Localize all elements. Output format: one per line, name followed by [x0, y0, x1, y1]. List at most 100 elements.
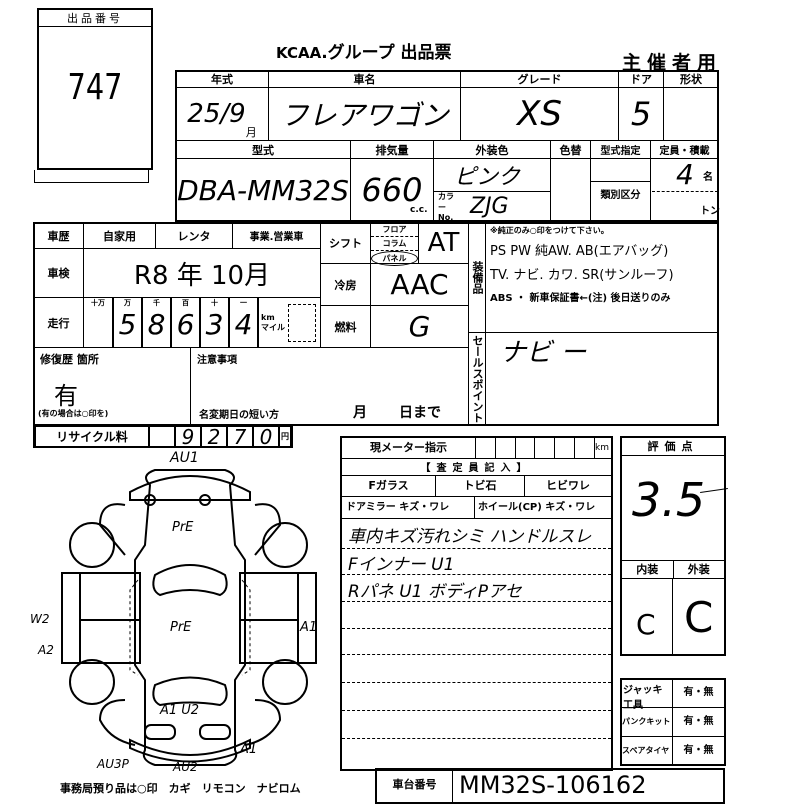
- shift-column[interactable]: コラム: [371, 237, 418, 251]
- history-label: 車歴: [33, 222, 84, 249]
- accessory-label: パンクキット: [622, 708, 673, 736]
- meter-digits: [476, 438, 595, 458]
- lot-label: 出品番号: [39, 10, 151, 27]
- recycle-digit: 7: [227, 425, 253, 449]
- recycle-digit: 9: [175, 425, 201, 449]
- interior-label: 内装: [622, 561, 674, 578]
- equipment-line1: PS PW 純AW. AB(エアバッグ): [490, 244, 669, 259]
- wheel-rr: [262, 659, 308, 705]
- chassis-box: 車台番号 MM32S-106162: [375, 768, 725, 804]
- door-value: 5: [618, 87, 664, 141]
- unit: 万: [124, 299, 131, 307]
- color-label: 外装色: [433, 140, 551, 159]
- mark-rear: A1 U2: [160, 703, 200, 718]
- repair-cell: 修復歴 箇所 有 (有の場合は○印を): [33, 347, 191, 426]
- equipment-note: ※純正のみ○印をつけて下さい。: [490, 226, 609, 235]
- mark-left-door: W2: [30, 612, 50, 626]
- wheel-fl: [69, 522, 115, 568]
- history-rental[interactable]: レンタ: [155, 222, 233, 249]
- recycle-digit: 2: [201, 425, 227, 449]
- color-no-cell: カラーNo.ZJG: [433, 191, 551, 222]
- expiry-day: 日まで: [399, 405, 441, 421]
- mark-rear-center: AU2: [173, 760, 198, 774]
- rear-lamp: [144, 724, 176, 740]
- divider: [652, 191, 718, 192]
- mirror-label: ドアミラー: [346, 502, 396, 513]
- month-unit: 月: [245, 126, 257, 139]
- note-line-1: 車内キズ汚れシミ ハンドルスレ: [348, 527, 592, 547]
- note-line-2: Fインナー U1: [348, 555, 455, 575]
- interior-grade: C: [636, 608, 656, 641]
- accessory-row: ジャッキ工具有・無: [622, 680, 724, 711]
- name-label: 車名: [268, 70, 461, 88]
- equipment-list: ※純正のみ○印をつけて下さい。 PS PW 純AW. AB(エアバッグ) TV.…: [485, 222, 719, 333]
- unit: 百: [182, 299, 189, 307]
- color-change-label: 色替: [550, 140, 591, 159]
- shift-panel[interactable]: パネル: [371, 251, 418, 266]
- repair-note: (有の場合は○印を): [38, 409, 109, 418]
- inspector-box: 現メーター指示 km 【査定員記入】 Fガラス トビ石 ヒビワレ ドアミラー キ…: [340, 436, 613, 771]
- accessory-value[interactable]: 有・無: [683, 745, 714, 756]
- shift-label: シフト: [320, 222, 371, 264]
- unit: 十万: [91, 299, 105, 307]
- unit: 十: [211, 299, 218, 307]
- unit: 千: [153, 299, 160, 307]
- wheel-fr: [262, 522, 308, 568]
- km-unit: km: [261, 312, 275, 322]
- car-damage-diagram: [61, 469, 317, 766]
- note-line-3: Rパネ U1 ボディPアセ: [348, 582, 522, 602]
- lot-number: 747: [67, 67, 123, 108]
- capacity-value: 4: [676, 158, 694, 191]
- repair-value: 有: [54, 382, 78, 410]
- mirror-options[interactable]: キズ・ワレ: [399, 502, 450, 513]
- grade-label: グレード: [460, 70, 619, 88]
- accessory-row: スペアタイヤ有・無: [622, 737, 724, 764]
- accessory-value[interactable]: 有・無: [683, 687, 714, 698]
- title-text: .グループ 出品票: [321, 43, 452, 63]
- expiry-month: 月: [353, 405, 367, 421]
- shift-floor[interactable]: フロア: [371, 223, 418, 237]
- mark-front: AU1: [170, 450, 199, 466]
- repair-label: 修復歴 箇所: [40, 353, 99, 366]
- mark-roof: PrE: [170, 620, 192, 635]
- cc-unit: c.c.: [410, 205, 428, 215]
- digit: 3: [205, 308, 224, 341]
- load-unit: トン: [700, 206, 720, 217]
- recycle-digit: 0: [253, 425, 279, 449]
- score-value: 3.5: [632, 473, 706, 527]
- wheel-label: ホイール(CP): [478, 502, 542, 513]
- rear-bumper: [129, 738, 251, 763]
- sales-point-value: ナビ ー: [500, 338, 587, 368]
- right-sill: [297, 572, 317, 664]
- bracket: [34, 170, 149, 183]
- grade-value: XS: [460, 87, 619, 141]
- digit: 6: [176, 308, 195, 341]
- recycle-digit: [149, 426, 175, 447]
- mileage-label: 走行: [33, 297, 84, 348]
- headlight: [199, 494, 211, 506]
- recycle-row: リサイクル料 9 2 7 0 円: [33, 425, 293, 449]
- score-box: 評価点 3.5 内装 外装 C C: [620, 436, 726, 656]
- door-label: ドア: [618, 70, 664, 88]
- history-private[interactable]: 自家用: [83, 222, 156, 249]
- fglass-crack[interactable]: ヒビワレ: [546, 479, 590, 492]
- wheel-options[interactable]: キズ・ワレ: [545, 502, 596, 513]
- fglass-chip[interactable]: トビ石: [436, 476, 525, 496]
- windshield: [152, 564, 228, 597]
- mark-hood: PrE: [172, 520, 194, 535]
- lot-box: 出品番号 747: [37, 8, 153, 170]
- digit-100k: 十万: [83, 297, 113, 348]
- expiry-label: 名変期日の短い方: [199, 410, 279, 421]
- year-label: 年式: [175, 70, 269, 88]
- inspection-value: R8 年 10月: [83, 248, 321, 298]
- capacity-cell: [650, 158, 719, 222]
- accessory-value[interactable]: 有・無: [683, 716, 714, 727]
- history-business[interactable]: 事業.営業車: [232, 222, 321, 249]
- mileage-checkbox[interactable]: [288, 303, 316, 342]
- mark-right: A1: [300, 620, 318, 635]
- equipment-line2: TV. ナビ. カワ. SR(サンルーフ): [490, 268, 674, 283]
- shape-value: [663, 87, 719, 141]
- shift-options: フロア コラム パネル: [370, 222, 419, 266]
